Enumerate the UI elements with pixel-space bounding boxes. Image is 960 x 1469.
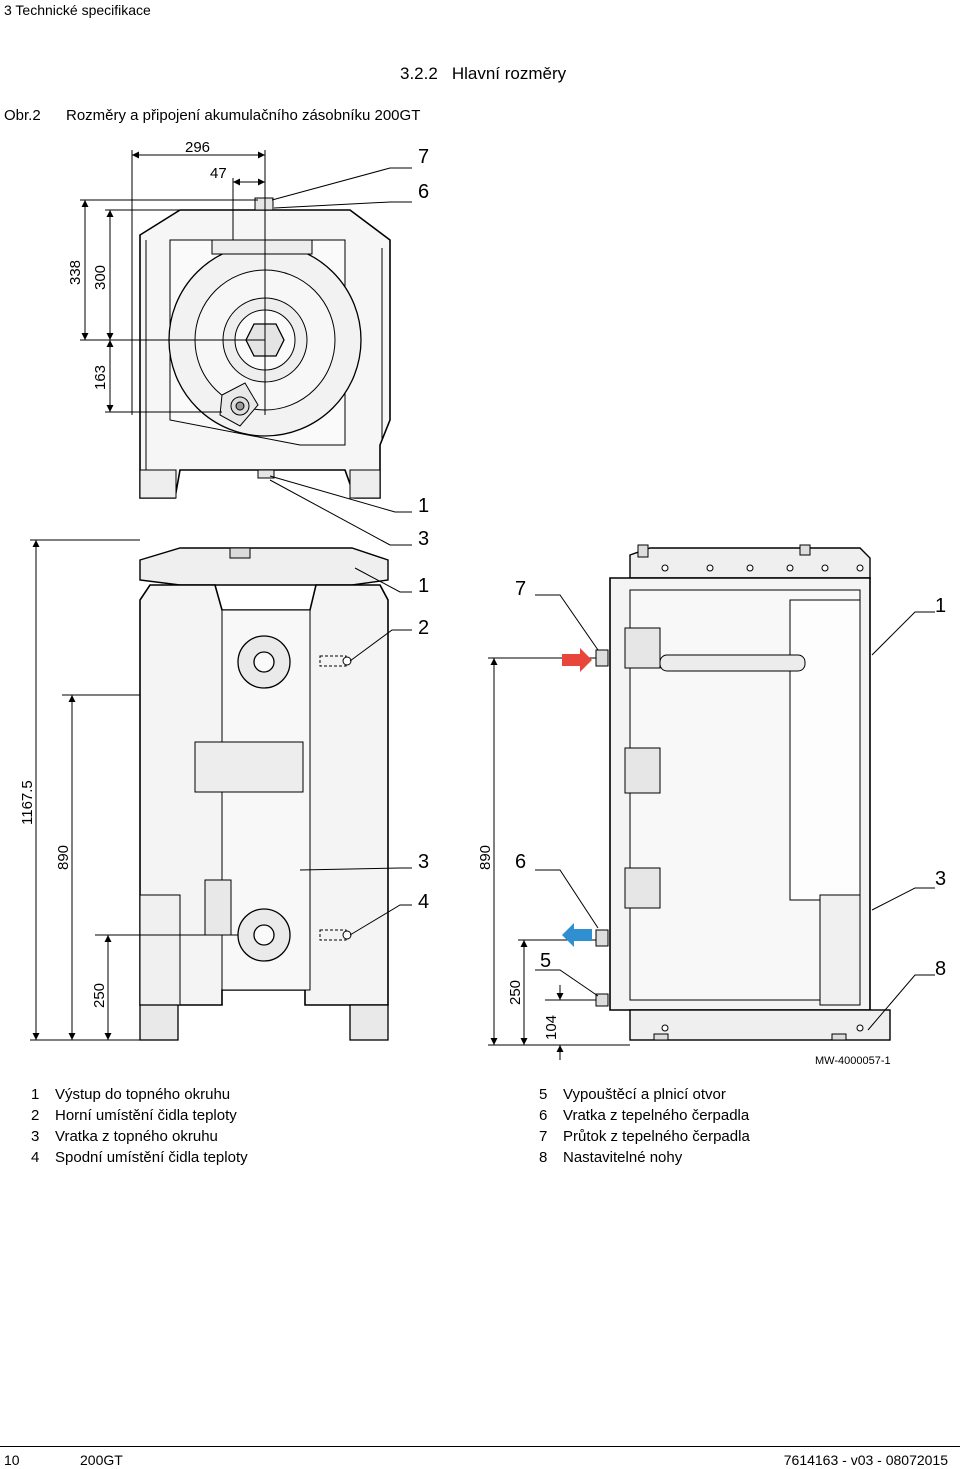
legend-num: 7	[539, 1128, 548, 1145]
callout-top-7: 7	[418, 146, 429, 168]
legend-right: 5 Vypouštěcí a plnicí otvor 6 Vratka z tep…	[539, 1084, 750, 1168]
dim-163: 163	[92, 365, 109, 390]
legend-item: 2 Horní umístění čidla teploty	[31, 1105, 248, 1126]
legend-item: 5 Vypouštěcí a plnicí otvor	[539, 1084, 750, 1105]
callout-front-1: 1	[418, 575, 429, 597]
callout-side-7: 7	[515, 578, 526, 600]
legend-item: 3 Vratka z topného okruhu	[31, 1126, 248, 1147]
dim-890-front: 890	[55, 845, 72, 870]
footer-doc-id: 7614163 - v03 - 08072015	[783, 1452, 948, 1468]
legend-num: 4	[31, 1149, 40, 1166]
legend-left: 1 Výstup do topného okruhu 2 Horní umístěn…	[31, 1084, 248, 1168]
figure-caption-text: Rozměry a připojení akumulačního zásobní…	[66, 107, 421, 124]
callout-top-6: 6	[418, 181, 429, 203]
dim-1167-5: 1167.5	[19, 780, 36, 825]
legend-num: 8	[539, 1149, 548, 1166]
footer-model: 200GT	[80, 1452, 123, 1468]
legend-text: Horní umístění čidla teploty	[55, 1107, 237, 1124]
legend-item: 7 Průtok z tepelného čerpadla	[539, 1126, 750, 1147]
legend-num: 6	[539, 1107, 548, 1124]
dim-890-side: 890	[477, 845, 494, 870]
legend-text: Vypouštěcí a plnicí otvor	[563, 1086, 726, 1103]
callout-side-6: 6	[515, 851, 526, 873]
dim-300: 300	[92, 265, 109, 290]
legend-num: 3	[31, 1128, 40, 1145]
section-heading: 3.2.2 Hlavní rozměry	[400, 64, 566, 84]
dim-250-front: 250	[91, 983, 108, 1008]
side-view	[488, 544, 935, 1060]
callout-side-5: 5	[540, 950, 551, 972]
callout-side-3: 3	[935, 868, 946, 890]
legend-item: 6 Vratka z tepelného čerpadla	[539, 1105, 750, 1126]
dim-338: 338	[67, 260, 84, 285]
legend-text: Vratka z topného okruhu	[55, 1128, 218, 1145]
callout-front-2: 2	[418, 617, 429, 639]
legend-num: 5	[539, 1086, 548, 1103]
front-view	[30, 539, 412, 1041]
hot-flow-arrow	[562, 648, 592, 672]
callout-top-3: 3	[418, 528, 429, 550]
callout-side-1: 1	[935, 595, 946, 617]
legend-num: 1	[31, 1086, 40, 1103]
legend-num: 2	[31, 1107, 40, 1124]
dim-296: 296	[185, 139, 210, 156]
callout-front-3: 3	[418, 851, 429, 873]
callout-side-8: 8	[935, 958, 946, 980]
cold-flow-arrow	[562, 923, 592, 947]
legend-text: Spodní umístění čidla teploty	[55, 1149, 248, 1166]
top-view	[80, 150, 412, 546]
figure-label: Obr.2	[4, 107, 41, 124]
section-number: 3.2.2	[400, 64, 438, 83]
legend-text: Vratka z tepelného čerpadla	[563, 1107, 750, 1124]
section-title: Hlavní rozměry	[451, 64, 567, 83]
page-number: 10	[4, 1452, 20, 1468]
legend-item: 1 Výstup do topného okruhu	[31, 1084, 248, 1105]
figure-caption: Obr.2 Rozměry a připojení akumulačního zá…	[4, 107, 420, 124]
legend-text: Průtok z tepelného čerpadla	[563, 1128, 750, 1145]
legend-item: 8 Nastavitelné nohy	[539, 1147, 750, 1168]
figure-code: MW-4000057-1	[815, 1055, 891, 1067]
footer-divider	[0, 1446, 960, 1447]
callout-top-1: 1	[418, 495, 429, 517]
legend-text: Výstup do topného okruhu	[55, 1086, 231, 1103]
legend-item: 4 Spodní umístění čidla teploty	[31, 1147, 248, 1168]
callout-front-4: 4	[418, 891, 429, 913]
dim-47: 47	[210, 165, 227, 182]
dim-104: 104	[543, 1015, 560, 1040]
dim-250-side: 250	[507, 980, 524, 1005]
legend-text: Nastavitelné nohy	[563, 1149, 683, 1166]
page-header: 3 Technické specifikace	[4, 2, 151, 18]
